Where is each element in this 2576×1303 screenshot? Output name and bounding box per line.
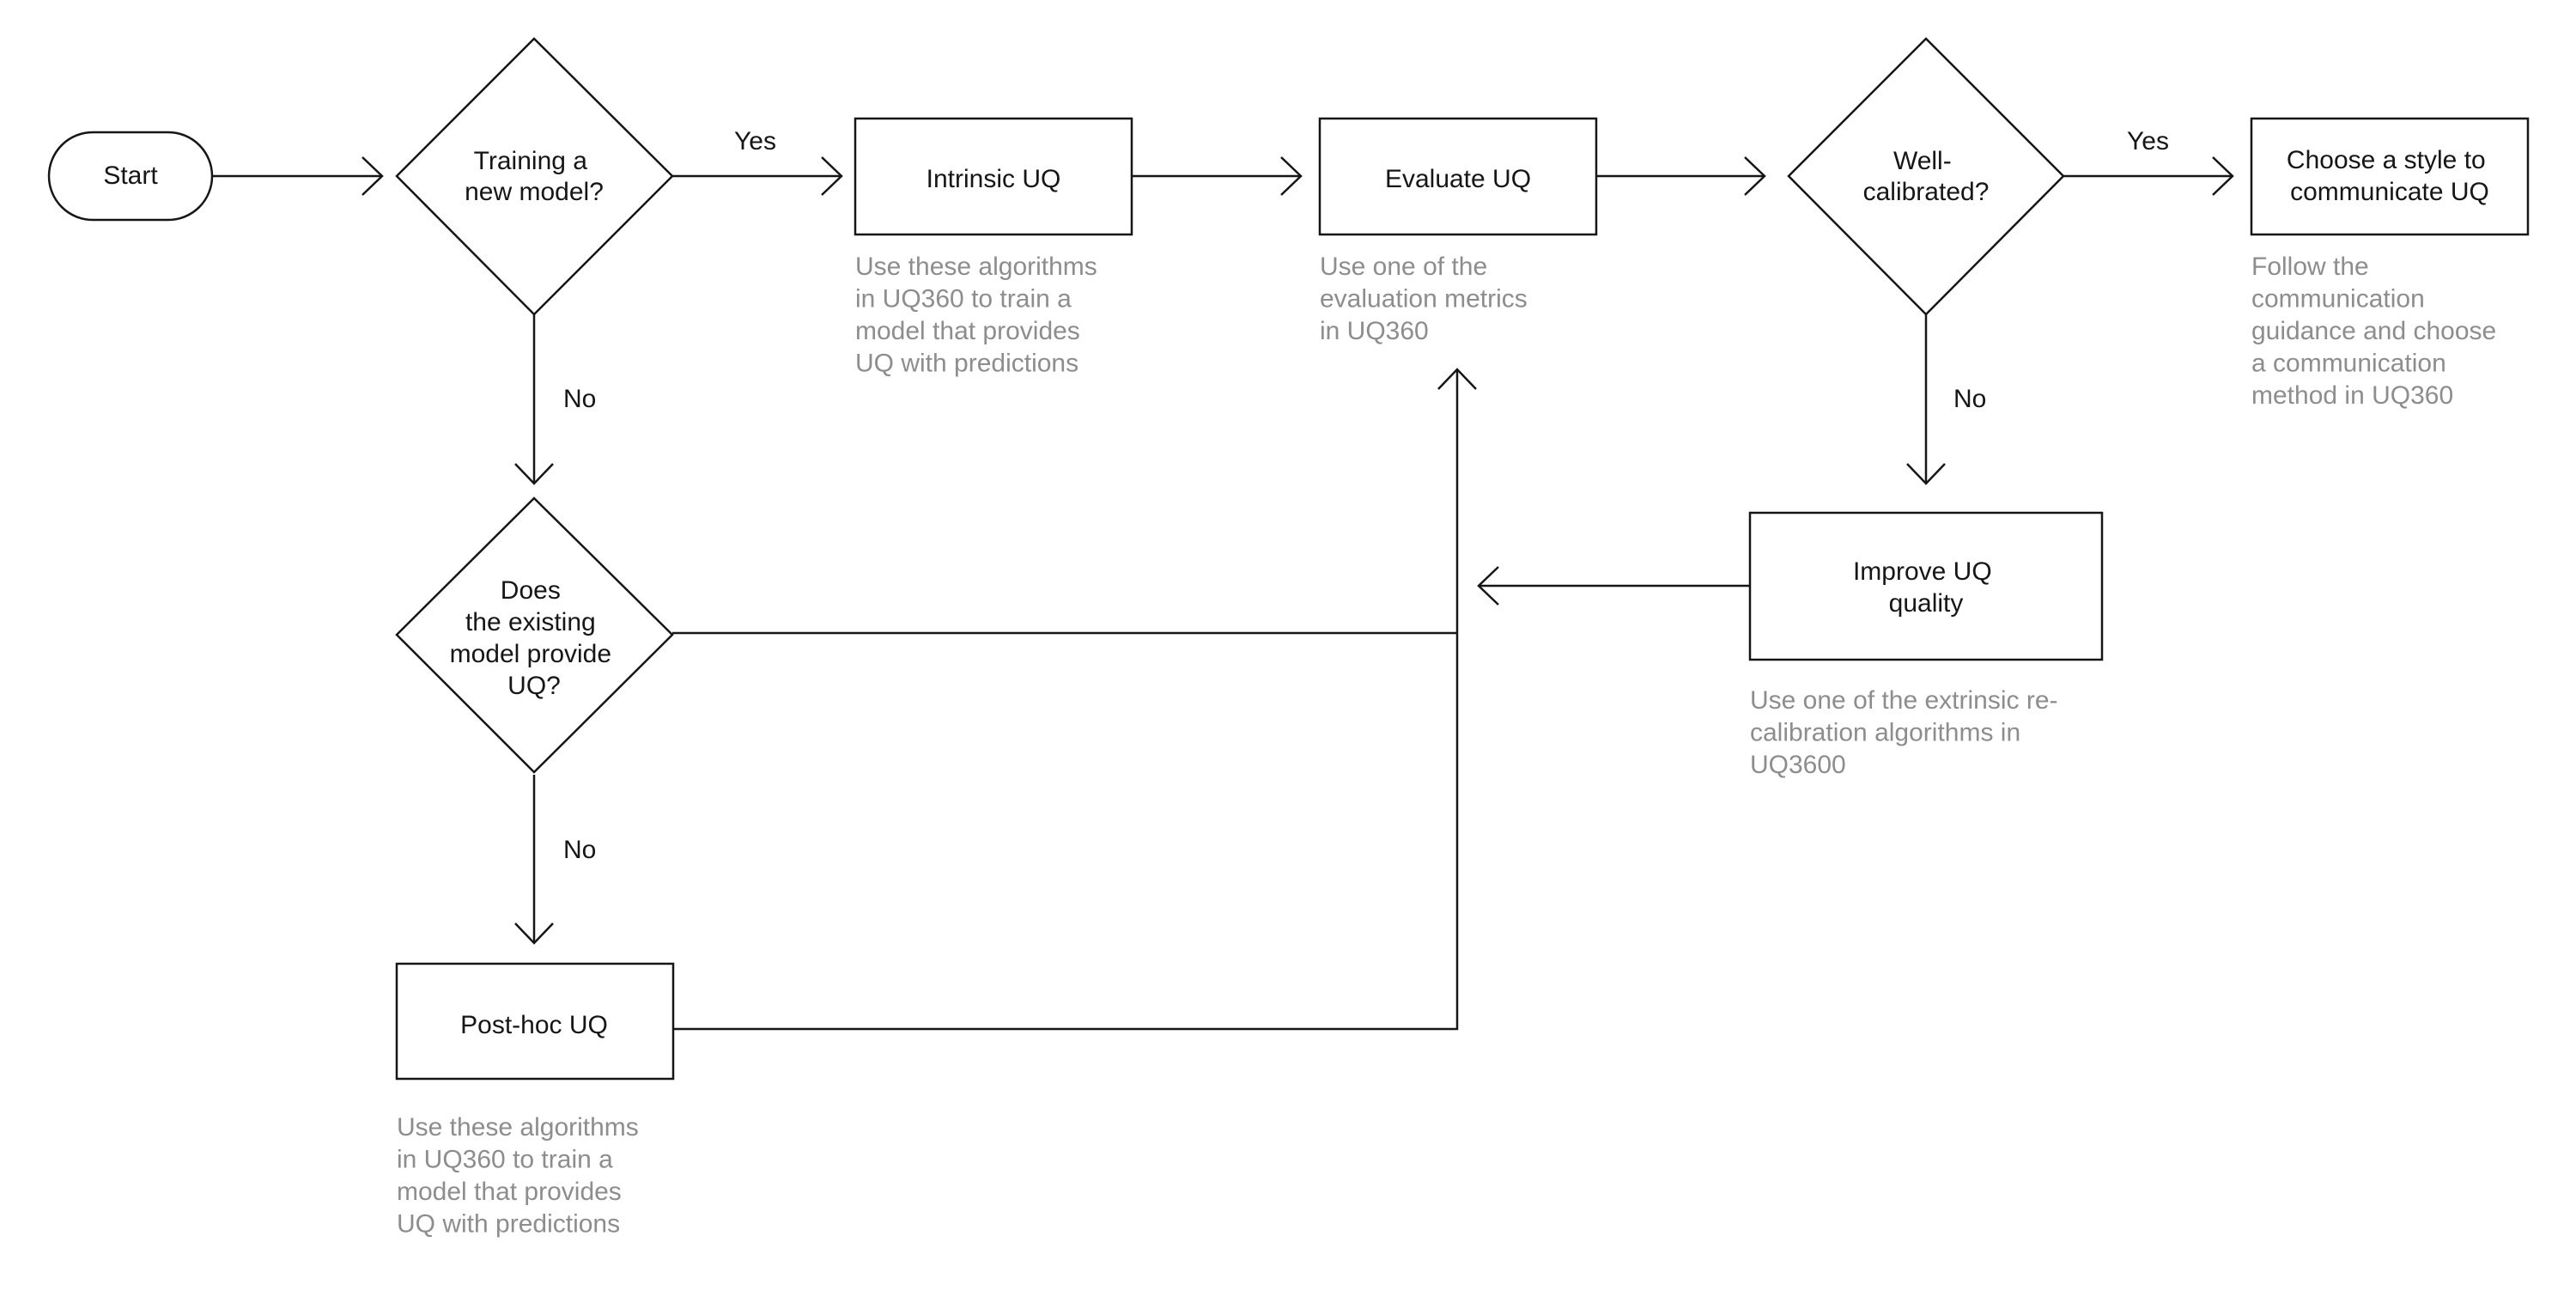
- posthoc-uq-box: [395, 962, 675, 1081]
- well-calibrated-label: Well- calibrated?: [1863, 147, 1990, 206]
- arrowhead-trunk-left: [1477, 566, 1499, 606]
- edge-label-calibrated-yes: Yes: [2127, 127, 2169, 155]
- edge-label-calibrated-no: No: [1953, 385, 1986, 413]
- edge-label-training-yes: Yes: [734, 127, 776, 155]
- arrowhead-evaluate: [1280, 156, 1303, 196]
- improve-uq-note: Use one of the extrinsic re- calibration…: [1750, 686, 2065, 779]
- choose-style-label: Choose a style to communicate UQ: [2287, 146, 2493, 206]
- posthoc-uq-note: Use these algorithms in UQ360 to train a…: [397, 1113, 646, 1239]
- training-decision-diamond: [395, 37, 674, 316]
- edge-label-existing-no: No: [563, 836, 596, 864]
- arrowhead-choose: [2212, 156, 2234, 196]
- connectors: [213, 156, 2234, 1031]
- evaluate-uq-note: Use one of the evaluation metrics in UQ3…: [1320, 253, 1534, 345]
- well-calibrated-decision-diamond: [1787, 37, 2065, 316]
- existing-model-label: Does the existing model provide UQ?: [450, 576, 619, 700]
- arrowhead-improve: [1906, 463, 1946, 485]
- arrowhead-existing: [514, 463, 554, 485]
- improve-uq-box: [1748, 511, 2104, 661]
- intrinsic-uq-box: [854, 117, 1133, 236]
- posthoc-uq-label: Post-hoc UQ: [460, 1011, 608, 1039]
- arrowhead-posthoc: [514, 922, 554, 945]
- existing-model-decision-diamond: [395, 496, 674, 774]
- evaluate-uq-label: Evaluate UQ: [1385, 165, 1531, 193]
- edge-posthoc-to-trunk: [672, 369, 1459, 1031]
- choose-style-note: Follow the communication guidance and ch…: [2251, 253, 2504, 410]
- arrowhead-trunk-up: [1437, 368, 1477, 390]
- improve-uq-label: Improve UQ quality: [1853, 557, 1999, 618]
- training-decision-label: Training a new model?: [465, 147, 604, 206]
- arrowhead-calibrated: [1744, 156, 1766, 196]
- start-terminal: [47, 131, 214, 222]
- arrowhead-training: [361, 156, 384, 196]
- intrinsic-uq-note: Use these algorithms in UQ360 to train a…: [855, 253, 1104, 378]
- evaluate-uq-box: [1318, 117, 1598, 236]
- intrinsic-uq-label: Intrinsic UQ: [927, 165, 1061, 193]
- arrowhead-intrinsic: [821, 156, 843, 196]
- choose-style-box: [2250, 117, 2530, 236]
- edge-label-training-no: No: [563, 385, 596, 413]
- start-label: Start: [103, 161, 158, 190]
